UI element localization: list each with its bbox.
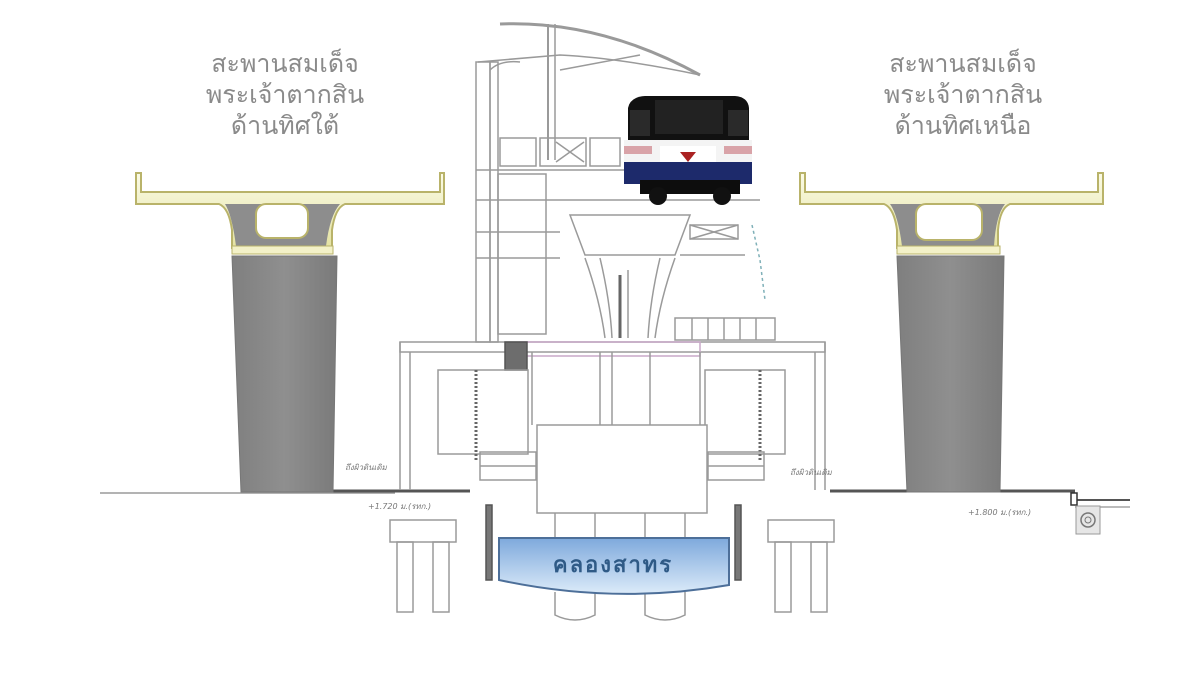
- right-pile-group: [767, 519, 835, 613]
- canal-label: คลองสาทร: [552, 553, 674, 578]
- left-ground-note: ถึงผิวดินเดิม: [345, 463, 387, 472]
- right-level-note: +1.800 ม.(รทก.): [968, 508, 1032, 517]
- north-bridge-label: สะพานสมเด็จ พระเจ้าตากสิน ด้านทิศเหนือ: [883, 49, 1043, 140]
- south-bridge-label: สะพานสมเด็จ พระเจ้าตากสิน ด้านทิศใต้: [205, 49, 365, 140]
- right-bridge-pier: [799, 172, 1104, 493]
- left-bridge-pier: [135, 172, 445, 493]
- left-pile-group: [389, 519, 457, 613]
- skytrain-station: [399, 22, 826, 621]
- left-level-note: +1.720 ม.(รทก.): [368, 502, 432, 511]
- skytrain-car-icon: [624, 96, 752, 205]
- right-ground-note: ถึงผิวดินเดิม: [790, 468, 832, 477]
- canal-water: [498, 537, 730, 595]
- drainage-manhole-icon: [1070, 492, 1101, 535]
